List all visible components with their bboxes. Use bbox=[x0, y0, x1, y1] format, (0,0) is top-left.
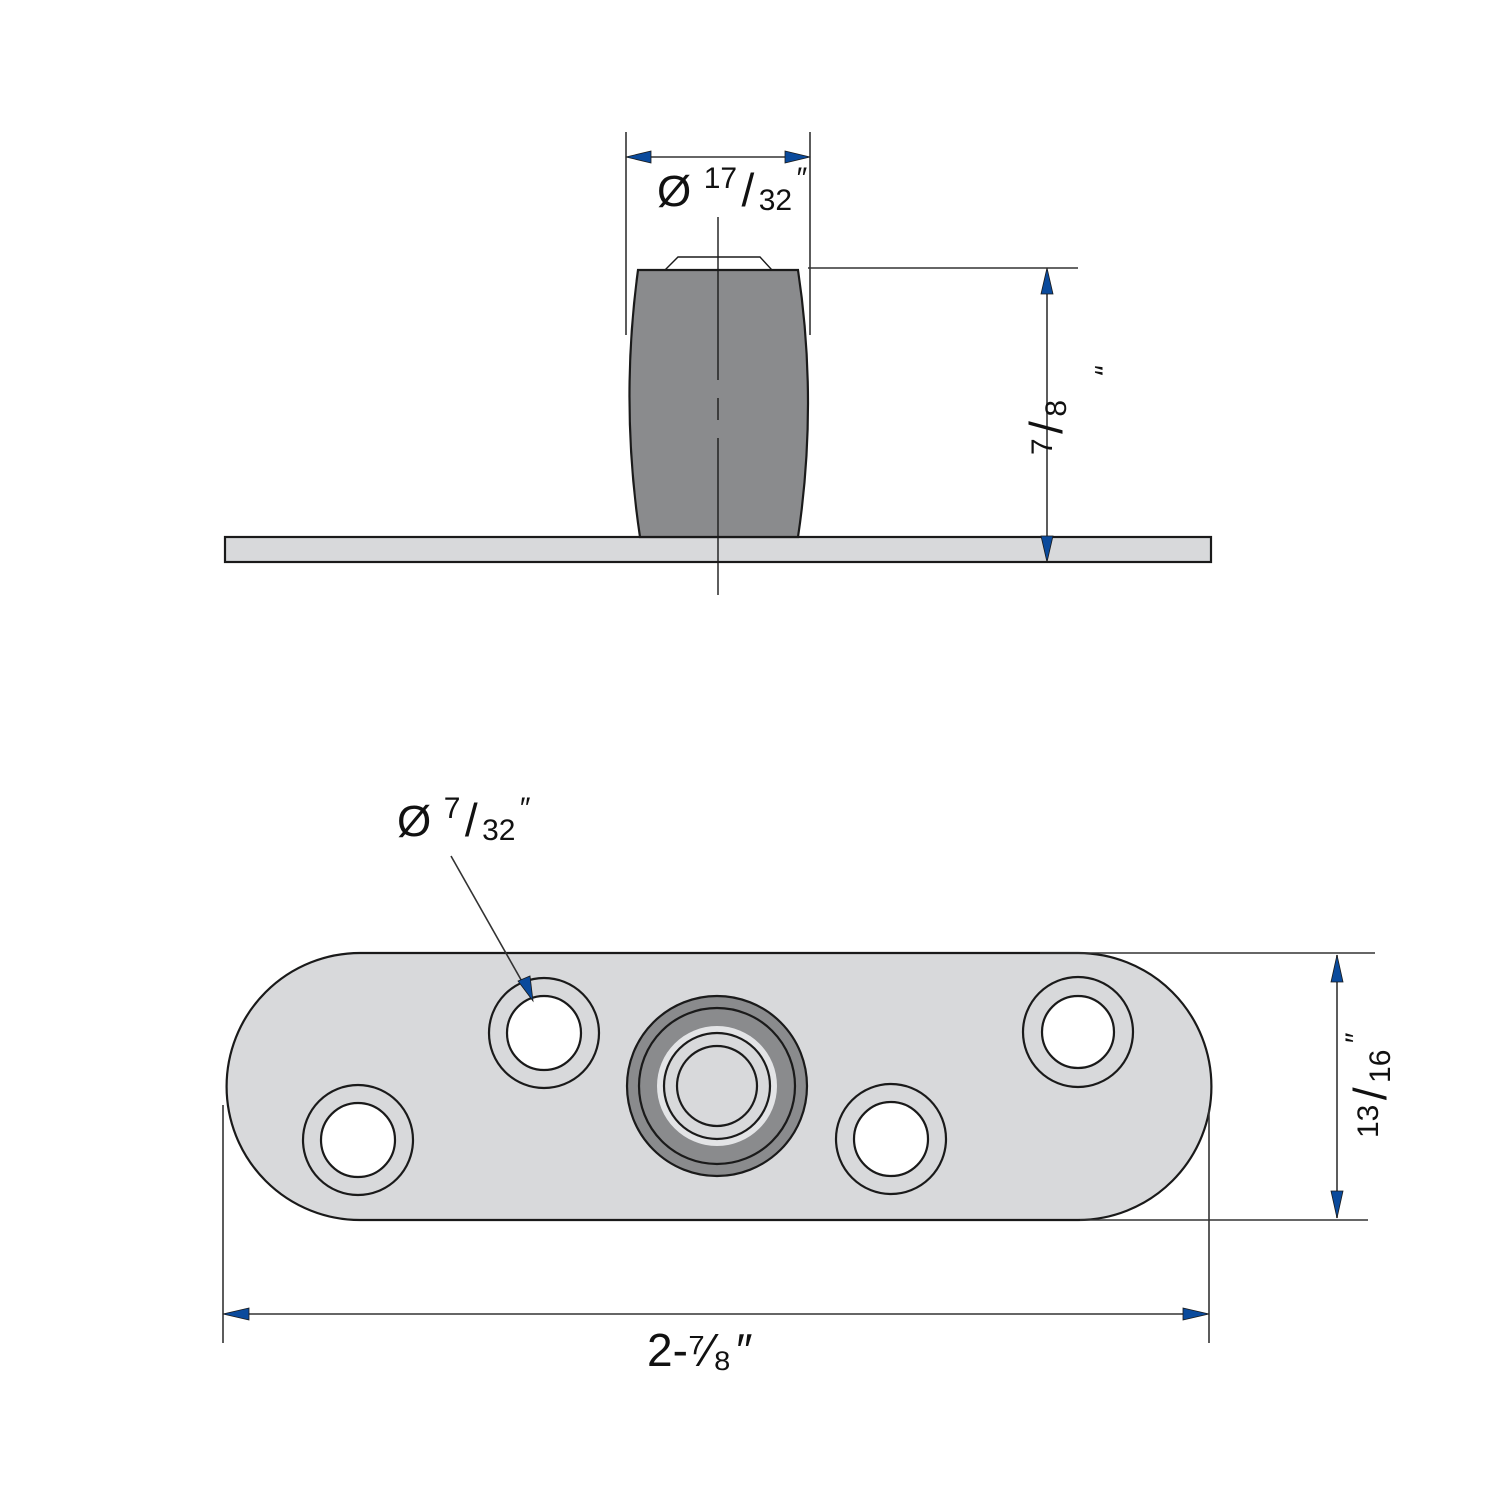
mounting-hole-3 bbox=[834, 1082, 948, 1196]
arrow-right-icon bbox=[1182, 1307, 1210, 1321]
arrow-down-icon bbox=[1040, 535, 1054, 563]
roller-body bbox=[628, 268, 810, 539]
roller-boss bbox=[625, 994, 809, 1178]
hole-leader-line bbox=[450, 855, 525, 986]
mounting-hole-4 bbox=[1021, 975, 1135, 1089]
top-view: Ø 7 / 32 ″ 13 / 16 ″ 2- ⁷⁄₈ ″ bbox=[222, 792, 1397, 1376]
roller-height-fraction: 7 / 8 bbox=[1020, 400, 1073, 455]
mounting-hole-2 bbox=[487, 976, 601, 1090]
roller-height-label: ″ bbox=[1075, 365, 1108, 376]
plate-height-label: 13 / 16 ″ bbox=[1340, 1032, 1397, 1138]
arrow-up-icon bbox=[1330, 954, 1344, 983]
leader-arrow-icon bbox=[517, 975, 534, 1003]
arrow-left-icon bbox=[625, 150, 652, 164]
arrow-right-icon bbox=[784, 150, 811, 164]
mounting-hole-1 bbox=[301, 1083, 415, 1197]
arrow-down-icon bbox=[1330, 1190, 1344, 1219]
arrow-up-icon bbox=[1040, 267, 1054, 295]
hole-diameter-label: Ø 7 / 32 ″ bbox=[397, 792, 531, 847]
side-view: Ø 17 / 32 ″ ″ 7 / 8 bbox=[223, 132, 1213, 595]
arrow-left-icon bbox=[222, 1307, 250, 1321]
plate-width-label: 2- ⁷⁄₈ ″ bbox=[647, 1324, 753, 1376]
roller-diameter-label: Ø 17 / 32 ″ bbox=[657, 162, 808, 217]
